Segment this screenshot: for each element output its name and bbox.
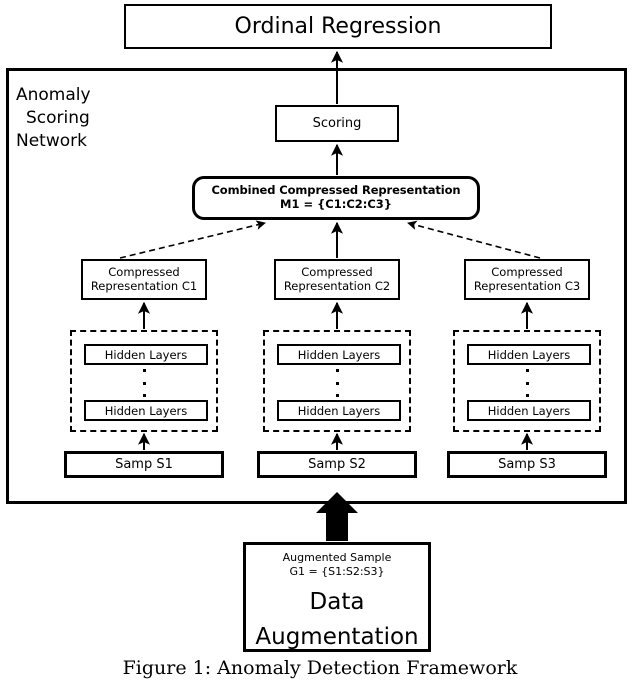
combined-formula: M1 = {C1:C2:C3} bbox=[280, 197, 392, 211]
compressed-representation-c2-box[interactable]: Compressed Representation C2 bbox=[274, 259, 400, 300]
scoring-label: Scoring bbox=[312, 115, 362, 131]
ordinal-regression-box[interactable]: Ordinal Regression bbox=[124, 4, 552, 49]
sample-s1-label: Samp S1 bbox=[115, 456, 173, 472]
sample-s1-box[interactable]: Samp S1 bbox=[64, 451, 224, 478]
hidden-layers-3-bottom-label: Hidden Layers bbox=[487, 403, 571, 418]
sample-s2-box[interactable]: Samp S2 bbox=[257, 451, 417, 478]
network-label-line-3: Network bbox=[16, 130, 87, 151]
augmented-sample-label: Augmented Sample bbox=[282, 551, 392, 564]
anomaly-scoring-network-frame bbox=[6, 68, 627, 504]
compressed-c1-line-1: Compressed bbox=[108, 264, 180, 279]
hidden-layers-group-2: Hidden Layers Hidden Layers bbox=[263, 330, 411, 432]
sample-s2-label: Samp S2 bbox=[308, 456, 366, 472]
augmented-sample-formula: G1 = {S1:S2:S3} bbox=[289, 565, 385, 579]
data-augmentation-title-line-1: Data bbox=[309, 588, 365, 615]
sample-s3-box[interactable]: Samp S3 bbox=[447, 451, 607, 478]
compressed-representation-c3-box[interactable]: Compressed Representation C3 bbox=[464, 259, 590, 300]
scoring-box[interactable]: Scoring bbox=[275, 105, 399, 142]
hidden-layers-2-top-label: Hidden Layers bbox=[297, 347, 381, 362]
hidden-layers-box-3-top[interactable]: Hidden Layers bbox=[467, 344, 591, 365]
hidden-layers-box-2-top[interactable]: Hidden Layers bbox=[277, 344, 401, 365]
data-augmentation-title-line-2: Augmentation bbox=[255, 624, 419, 651]
hidden-layers-2-bottom-label: Hidden Layers bbox=[297, 403, 381, 418]
compressed-c3-line-2: Representation C3 bbox=[473, 278, 581, 293]
data-augmentation-box[interactable]: Augmented Sample G1 = {S1:S2:S3} Data Au… bbox=[243, 542, 431, 652]
compressed-representation-c1-box[interactable]: Compressed Representation C1 bbox=[81, 259, 207, 300]
vertical-ellipsis-icon-1 bbox=[72, 369, 216, 397]
compressed-c1-line-2: Representation C1 bbox=[90, 278, 198, 293]
vertical-ellipsis-icon-3 bbox=[455, 369, 599, 397]
combined-title: Combined Compressed Representation bbox=[211, 183, 461, 198]
hidden-layers-group-3: Hidden Layers Hidden Layers bbox=[453, 330, 601, 432]
ordinal-regression-label: Ordinal Regression bbox=[234, 13, 442, 39]
hidden-layers-box-1-top[interactable]: Hidden Layers bbox=[84, 344, 208, 365]
network-label-line-2: Scoring bbox=[26, 107, 90, 128]
compressed-c2-line-1: Compressed bbox=[301, 264, 373, 279]
hidden-layers-box-1-bottom[interactable]: Hidden Layers bbox=[84, 400, 208, 421]
vertical-ellipsis-icon-2 bbox=[265, 369, 409, 397]
anomaly-scoring-network-label: Anomaly Scoring Network bbox=[16, 84, 146, 153]
hidden-layers-box-3-bottom[interactable]: Hidden Layers bbox=[467, 400, 591, 421]
compressed-c2-line-2: Representation C2 bbox=[283, 278, 391, 293]
network-label-line-1: Anomaly bbox=[16, 85, 91, 105]
hidden-layers-group-1: Hidden Layers Hidden Layers bbox=[70, 330, 218, 432]
hidden-layers-1-top-label: Hidden Layers bbox=[104, 347, 188, 362]
hidden-layers-box-2-bottom[interactable]: Hidden Layers bbox=[277, 400, 401, 421]
sample-s3-label: Samp S3 bbox=[498, 456, 556, 472]
figure-caption: Figure 1: Anomaly Detection Framework bbox=[122, 657, 518, 679]
hidden-layers-3-top-label: Hidden Layers bbox=[487, 347, 571, 362]
hidden-layers-1-bottom-label: Hidden Layers bbox=[104, 403, 188, 418]
combined-compressed-representation-box[interactable]: Combined Compressed Representation M1 = … bbox=[192, 176, 480, 220]
compressed-c3-line-1: Compressed bbox=[491, 264, 563, 279]
